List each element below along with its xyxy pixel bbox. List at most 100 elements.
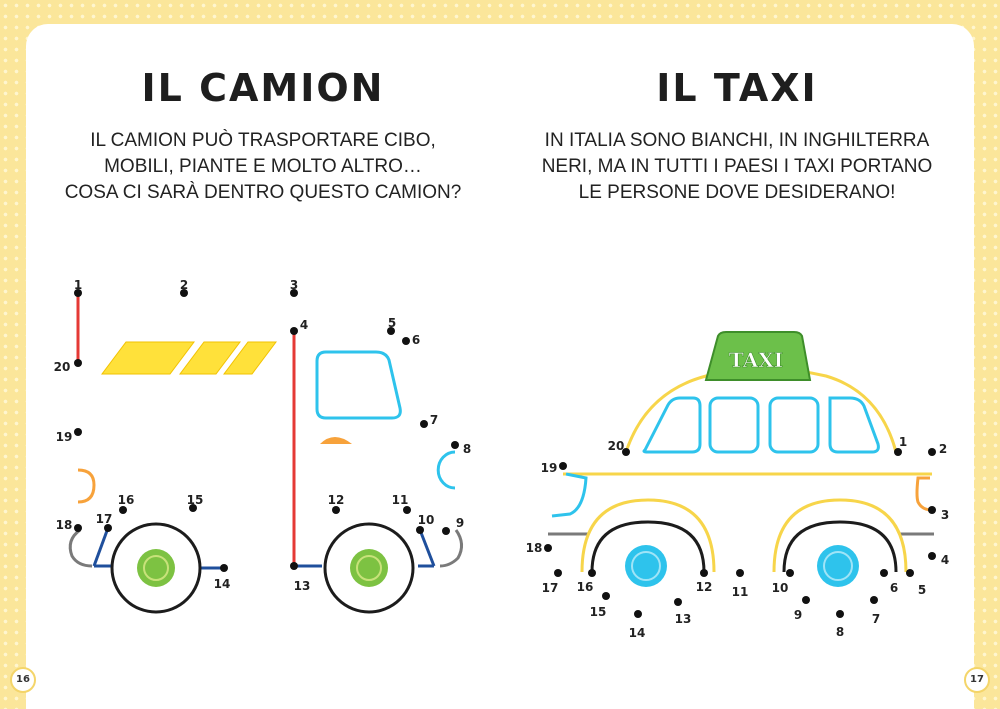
dot-point — [74, 289, 82, 297]
dot-number-label: 12 — [328, 493, 345, 507]
dot-point — [602, 592, 610, 600]
dot-number-label: 1 — [74, 278, 82, 292]
dot-point — [928, 448, 936, 456]
dot-number-label: 13 — [675, 612, 692, 626]
dot-point — [403, 506, 411, 514]
dot-number-label: 13 — [294, 579, 311, 593]
truck-rear-light — [77, 468, 96, 504]
taxi-wheel-arch — [772, 498, 908, 573]
page-number-right: 17 — [964, 667, 990, 693]
dot-number-label: 6 — [890, 581, 898, 595]
taxi-description: IN ITALIA SONO BIANCHI, IN INGHILTERRA N… — [500, 128, 974, 206]
dot-number-label: 2 — [939, 442, 947, 456]
dot-number-label: 8 — [463, 442, 471, 456]
dot-number-label: 14 — [214, 577, 231, 591]
dot-number-label: 20 — [608, 439, 625, 453]
truck-bumper-front — [439, 529, 463, 568]
dot-point — [451, 441, 459, 449]
dot-number-label: 10 — [418, 513, 435, 527]
dot-point — [416, 526, 424, 534]
dot-point — [802, 596, 810, 604]
truck-headlight — [320, 437, 352, 444]
dot-number-label: 5 — [918, 583, 926, 597]
left-page: IL CAMION IL CAMION PUÒ TRASPORTARE CIBO… — [26, 24, 500, 709]
dot-point — [189, 504, 197, 512]
dot-number-label: 20 — [54, 360, 71, 374]
dot-number-label: 18 — [56, 518, 73, 532]
taxi-window — [708, 396, 760, 454]
dot-number-label: 10 — [772, 581, 789, 595]
dot-number-label: 16 — [118, 493, 135, 507]
truck-description-line: COSA CI SARÀ DENTRO QUESTO CAMION? — [64, 182, 462, 203]
dot-number-label: 7 — [872, 612, 880, 626]
dot-point — [290, 562, 298, 570]
truck-description-line: IL CAMION PUÒ TRASPORTARE CIBO, — [90, 130, 436, 151]
dot-point — [74, 524, 82, 532]
taxi-window — [828, 396, 880, 454]
dot-point — [104, 524, 112, 532]
dot-point — [332, 506, 340, 514]
taxi-tire-top — [590, 520, 706, 573]
dot-point — [928, 506, 936, 514]
taxi-hubcap-rear — [817, 545, 859, 587]
dot-point — [402, 337, 410, 345]
dot-number-label: 3 — [941, 508, 949, 522]
taxi-window — [642, 396, 702, 454]
taxi-title: IL TAXI — [656, 66, 818, 110]
truck-description: IL CAMION PUÒ TRASPORTARE CIBO, MOBILI, … — [26, 128, 500, 206]
dot-point — [700, 569, 708, 577]
dot-number-label: 5 — [388, 316, 396, 330]
truck-window — [315, 350, 402, 420]
dot-point — [420, 420, 428, 428]
dot-point — [634, 610, 642, 618]
taxi-sign: TAXI — [704, 331, 812, 381]
taxi-hubcap-front — [625, 545, 667, 587]
truck-stripe — [101, 341, 195, 375]
dot-point — [554, 569, 562, 577]
page-number-left: 16 — [10, 667, 36, 693]
dot-point — [74, 359, 82, 367]
dot-point — [928, 552, 936, 560]
dot-point — [290, 327, 298, 335]
dot-number-label: 8 — [836, 625, 844, 639]
dot-point — [906, 569, 914, 577]
taxi-wheel-arch — [580, 498, 716, 573]
dot-point — [786, 569, 794, 577]
dot-point — [836, 610, 844, 618]
dot-number-label: 19 — [541, 461, 558, 475]
dot-point — [220, 564, 228, 572]
taxi-description-line: IN ITALIA SONO BIANCHI, IN INGHILTERRA — [544, 130, 930, 151]
dot-number-label: 6 — [412, 333, 420, 347]
dot-point — [622, 448, 630, 456]
dot-point — [870, 596, 878, 604]
dot-point — [290, 289, 298, 297]
dot-point — [894, 448, 902, 456]
truck-wheel-front — [323, 522, 415, 614]
dot-number-label: 17 — [96, 512, 113, 526]
dot-number-label: 4 — [300, 318, 308, 332]
truck-drawing — [68, 293, 463, 614]
dot-number-label: 11 — [392, 493, 409, 507]
dot-point — [180, 289, 188, 297]
truck-front-light — [436, 450, 456, 490]
truck-line — [418, 529, 436, 567]
taxi-headlight — [551, 472, 588, 518]
dot-number-label: 2 — [180, 278, 188, 292]
taxi-description-line: LE PERSONE DOVE DESIDERANO! — [578, 182, 896, 203]
dot-number-label: 14 — [629, 626, 646, 640]
truck-stripe — [223, 341, 277, 375]
dot-number-label: 12 — [696, 580, 713, 594]
taxi-window — [768, 396, 820, 454]
taxi-drawing: TAXI — [548, 331, 934, 587]
truck-stripe — [179, 341, 241, 375]
dot-point — [880, 569, 888, 577]
dot-point — [559, 462, 567, 470]
dot-number-label: 18 — [526, 541, 543, 555]
dot-point — [736, 569, 744, 577]
dot-point — [544, 544, 552, 552]
truck-description-line: MOBILI, PIANTE E MOLTO ALTRO… — [104, 156, 422, 177]
dot-number-label: 15 — [590, 605, 607, 619]
